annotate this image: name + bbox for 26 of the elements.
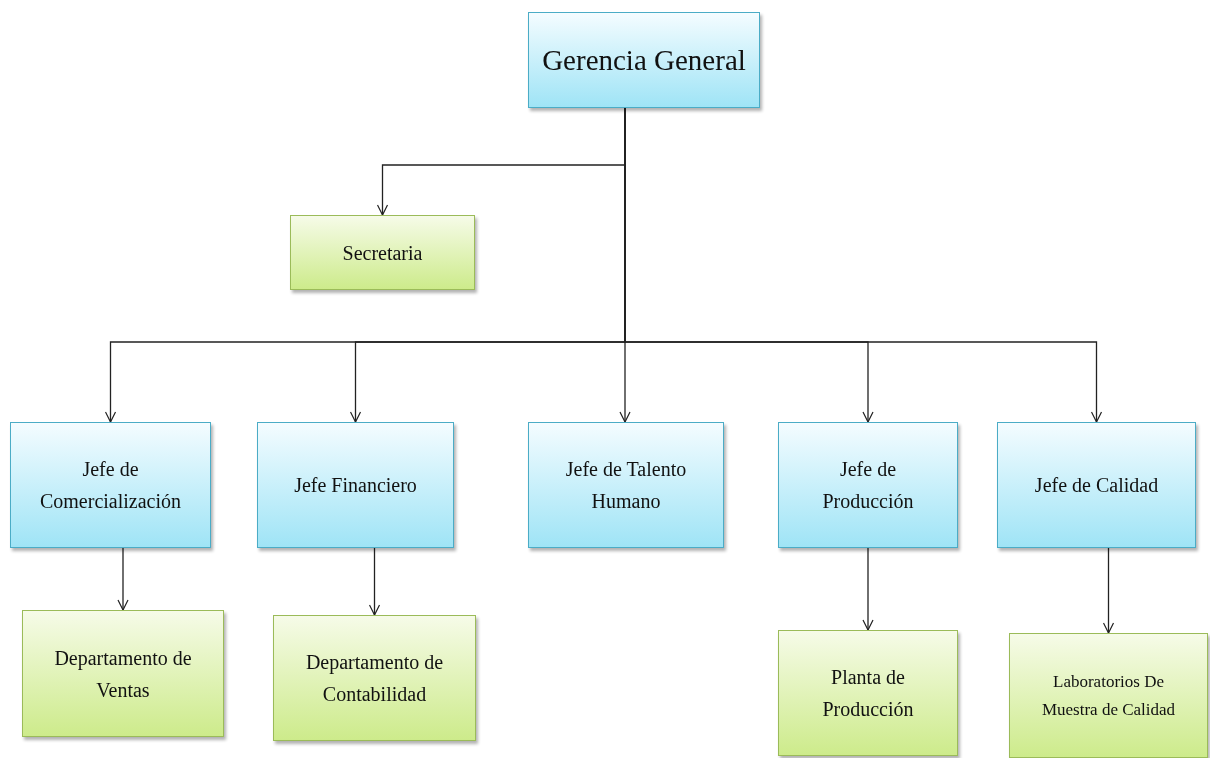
org-box [778,422,958,548]
connector-arrow [1102,547,1115,634]
org-box [273,615,476,741]
org-box [528,422,724,548]
box-label: Jefe de Calidad [1033,473,1160,498]
box-label: Jefe de Talento Humano [564,457,688,514]
connector-arrow [862,547,874,631]
box-label: Departamento de Ventas [53,645,193,703]
connector-arrow [117,547,129,611]
box-label: Gerencia General [541,42,747,78]
box-label: Jefe de Producción [821,457,915,514]
box-label: Departamento de Contabilidad [304,650,445,707]
org-box [778,630,958,756]
org-box [997,422,1196,548]
box-label: Jefe de Comercialización [38,457,182,514]
box-label: Secretaria [341,240,424,266]
org-box [1009,633,1208,758]
box-label: Planta de Producción [821,665,915,722]
org-box [10,422,211,548]
org-box [290,215,475,290]
box-label: Jefe Financiero [293,473,418,498]
box-label: Laboratorios De Muestra de Calidad [1040,671,1177,721]
org-box [257,422,454,548]
org-box [528,12,760,108]
org-box [22,610,224,737]
connector-arrow [368,547,381,616]
